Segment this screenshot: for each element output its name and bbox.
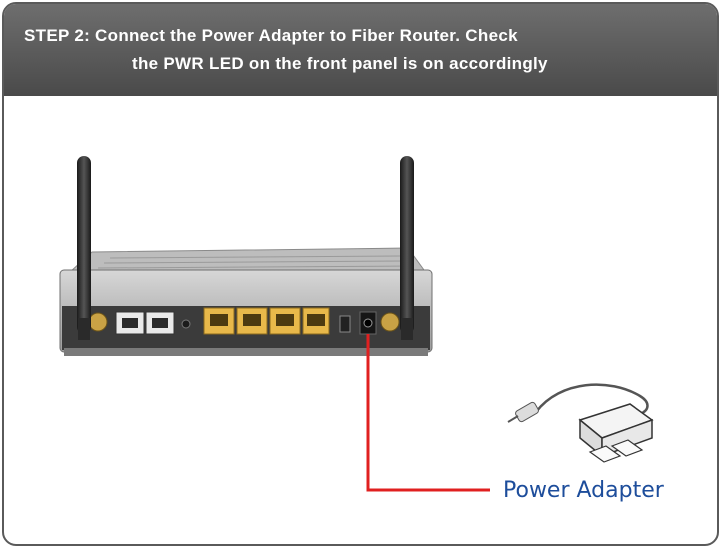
step-header: STEP 2: Connect the Power Adapter to Fib… [4, 4, 717, 96]
adapter-wire [535, 383, 649, 416]
router-top-surface [68, 247, 425, 273]
adapter-plug [515, 401, 539, 423]
lan-socket-3 [276, 314, 294, 326]
lan-socket-2 [243, 314, 261, 326]
power-jack-hole [363, 318, 373, 328]
lan-socket-4 [307, 314, 325, 326]
router-vents [97, 255, 413, 269]
adapter-prong-1 [588, 445, 622, 463]
step-title-line2: the PWR LED on the front panel is on acc… [132, 54, 548, 73]
antenna-right [400, 156, 414, 334]
power-cable [366, 334, 490, 492]
antenna-connector-right [380, 312, 400, 332]
antennas [77, 156, 414, 340]
power-switch [339, 315, 351, 333]
antenna-connector-left [88, 312, 108, 332]
adapter-prong-2 [610, 439, 644, 457]
antenna-left-joint [78, 318, 90, 340]
adapter-plug-tip [507, 415, 519, 423]
lan-socket-1 [210, 314, 228, 326]
line-port-1-socket [122, 318, 138, 328]
reset-button [181, 319, 191, 329]
lan-ports [203, 307, 330, 335]
power-adapter [507, 383, 654, 463]
line-port-2-socket [152, 318, 168, 328]
antenna-left [77, 156, 91, 334]
antenna-right-joint [401, 318, 413, 340]
router-base [64, 348, 428, 356]
step-title-line1: STEP 2: Connect the Power Adapter to Fib… [24, 26, 518, 45]
power-adapter-label: Power Adapter [503, 478, 664, 503]
router [59, 247, 433, 356]
